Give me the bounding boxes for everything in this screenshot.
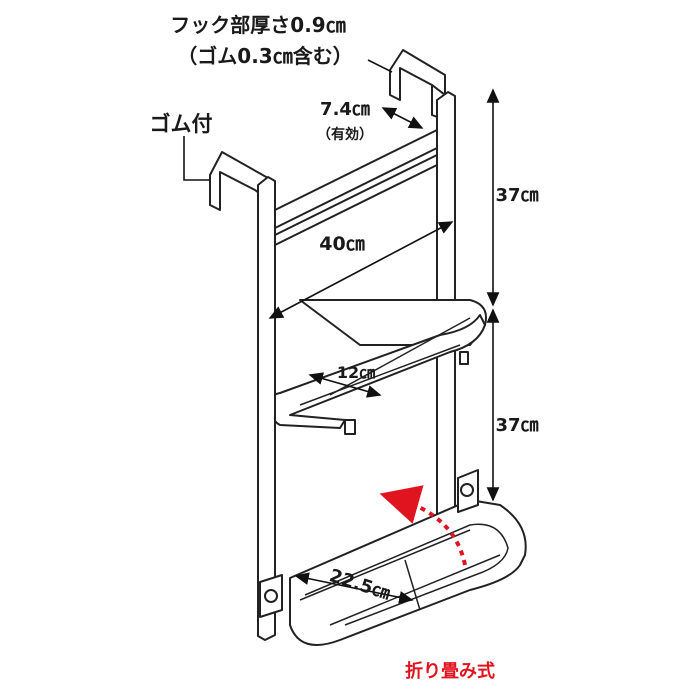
- width-label: 40㎝: [319, 233, 364, 255]
- bottom-depth-arrow: [294, 572, 414, 604]
- effective-width-label: 7.4㎝: [320, 99, 370, 120]
- lower-height-label: 37㎝: [495, 415, 538, 436]
- hook-thickness-label: フック部厚さ0.9㎝: [170, 13, 345, 37]
- hook-leader-line: [367, 59, 393, 73]
- rubber-attached-label: ゴム付: [150, 112, 213, 136]
- effective-note-label: （有効）: [317, 126, 373, 143]
- upper-height-label: 37㎝: [495, 185, 538, 206]
- foldable-label: 折り畳み式: [405, 660, 495, 682]
- shelf-depth-label: 12㎝: [337, 363, 375, 382]
- shelf-depth-arrow: [308, 372, 382, 398]
- rubber-included-label: （ゴム0.3㎝含む）: [177, 44, 352, 68]
- rubber-leader-line: [183, 136, 210, 181]
- width-arrow: [268, 221, 454, 319]
- left-upright: [257, 176, 276, 641]
- left-hook: [209, 151, 269, 211]
- top-crossbar: [274, 129, 438, 229]
- bottom-shelf: [259, 469, 527, 646]
- fold-arrow: [379, 485, 467, 566]
- effective-width-arrow: [381, 107, 424, 129]
